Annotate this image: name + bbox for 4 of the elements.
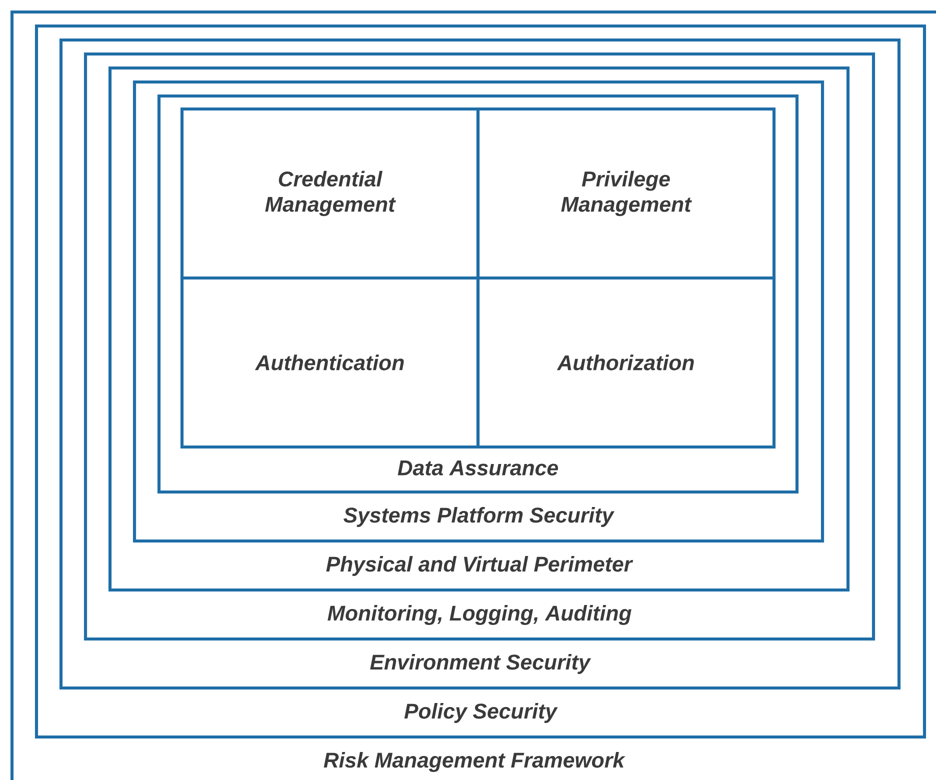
grid-cell: Privilege Management: [476, 107, 776, 280]
grid-cell: Authorization: [476, 276, 776, 449]
grid-cell: Authentication: [180, 276, 480, 449]
grid-cell: Credential Management: [180, 107, 480, 280]
